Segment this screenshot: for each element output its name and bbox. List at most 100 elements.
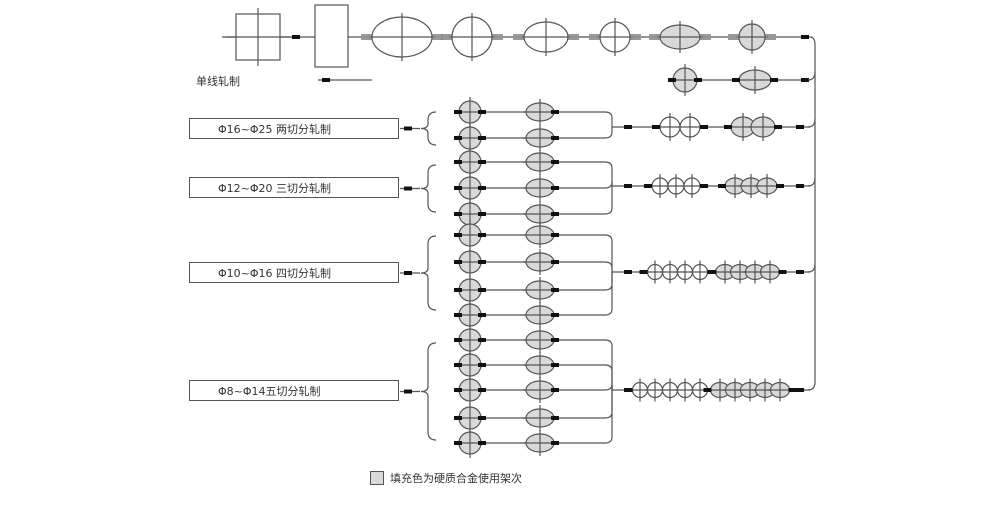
merge-line <box>604 390 613 419</box>
merge-line <box>604 364 613 390</box>
guide-marker <box>703 388 712 392</box>
merge-line <box>604 272 613 316</box>
guide-marker <box>668 78 676 82</box>
guide-marker <box>454 313 462 317</box>
guide-marker <box>551 212 559 216</box>
group-box-three-slit: Φ12~Φ20 三切分轧制 <box>189 177 399 198</box>
guide-marker <box>624 184 632 188</box>
guide-marker <box>551 388 559 392</box>
guide-marker <box>694 78 702 82</box>
guide-marker <box>292 35 300 39</box>
merge-line <box>604 186 613 215</box>
guide-marker <box>454 136 462 140</box>
merge-line <box>604 261 613 272</box>
guide-marker <box>652 125 660 129</box>
guide-marker <box>454 388 462 392</box>
collector-branch <box>807 177 816 187</box>
guide-marker <box>700 184 708 188</box>
merge-line <box>604 127 613 139</box>
guide-marker <box>404 389 412 394</box>
guide-marker <box>478 212 486 216</box>
guide-marker <box>404 186 412 191</box>
merge-line <box>604 339 613 390</box>
guide-marker <box>478 160 486 164</box>
guide-marker <box>551 288 559 292</box>
guide-marker <box>724 125 732 129</box>
guide-marker <box>551 363 559 367</box>
guide-marker <box>478 416 486 420</box>
guide-marker <box>624 125 632 129</box>
guide-marker <box>454 338 462 342</box>
guide-marker <box>644 184 652 188</box>
merge-line <box>604 390 613 444</box>
guide-marker <box>454 110 462 114</box>
guide-marker <box>478 110 486 114</box>
guide-marker <box>478 441 486 445</box>
guide-marker <box>796 388 804 392</box>
guide-marker <box>796 270 804 274</box>
legend-label: 填充色为硬质合金使用架次 <box>390 472 522 485</box>
merge-line <box>604 181 613 189</box>
guide-marker <box>478 388 486 392</box>
guide-marker <box>796 184 804 188</box>
guide-marker <box>478 363 486 367</box>
guide-marker <box>624 388 633 392</box>
guide-marker <box>718 184 726 188</box>
guide-marker <box>551 186 559 190</box>
guide-marker <box>478 338 486 342</box>
collector-line <box>807 36 816 391</box>
guide-marker <box>551 416 559 420</box>
split-brace <box>420 342 437 441</box>
guide-marker <box>478 233 486 237</box>
guide-marker <box>708 270 717 274</box>
guide-marker <box>478 313 486 317</box>
guide-marker <box>454 186 462 190</box>
group-box-two-slit: Φ16~Φ25 两切分轧制 <box>189 118 399 139</box>
collector-branch <box>807 118 816 128</box>
guide-marker <box>404 271 412 275</box>
collector-branch <box>807 71 816 81</box>
guide-marker <box>454 288 462 292</box>
guide-marker <box>639 270 648 274</box>
guide-marker <box>478 260 486 264</box>
split-brace <box>420 235 437 311</box>
guide-marker <box>774 125 782 129</box>
guide-marker <box>551 136 559 140</box>
guide-marker <box>624 270 632 274</box>
guide-marker <box>404 126 412 131</box>
merge-line <box>604 161 613 186</box>
guide-marker <box>551 338 559 342</box>
guide-marker <box>454 416 462 420</box>
guide-marker <box>454 441 462 445</box>
group-box-five-slit: Φ8~Φ14五切分轧制 <box>189 380 399 401</box>
guide-marker <box>770 78 778 82</box>
guide-marker <box>700 125 708 129</box>
guide-marker <box>454 160 462 164</box>
guide-marker <box>551 110 559 114</box>
guide-marker <box>322 78 330 82</box>
guide-marker <box>454 233 462 237</box>
guide-marker <box>732 78 740 82</box>
guide-marker <box>478 288 486 292</box>
group-box-four-slit: Φ10~Φ16 四切分轧制 <box>189 262 399 283</box>
guide-marker <box>454 212 462 216</box>
guide-marker <box>776 184 784 188</box>
guide-marker <box>551 160 559 164</box>
guide-marker <box>454 260 462 264</box>
guide-marker <box>551 313 559 317</box>
split-brace <box>420 111 437 146</box>
merge-line <box>604 234 613 272</box>
single-line-label: 单线轧制 <box>196 75 240 88</box>
guide-marker <box>788 388 797 392</box>
guide-marker <box>551 233 559 237</box>
guide-marker <box>478 186 486 190</box>
merge-line <box>604 272 613 291</box>
guide-marker <box>551 260 559 264</box>
legend-swatch <box>370 471 384 485</box>
box-pass <box>314 4 349 68</box>
guide-marker <box>454 363 462 367</box>
guide-marker <box>551 441 559 445</box>
collector-branch <box>807 263 816 273</box>
guide-marker <box>801 78 809 82</box>
